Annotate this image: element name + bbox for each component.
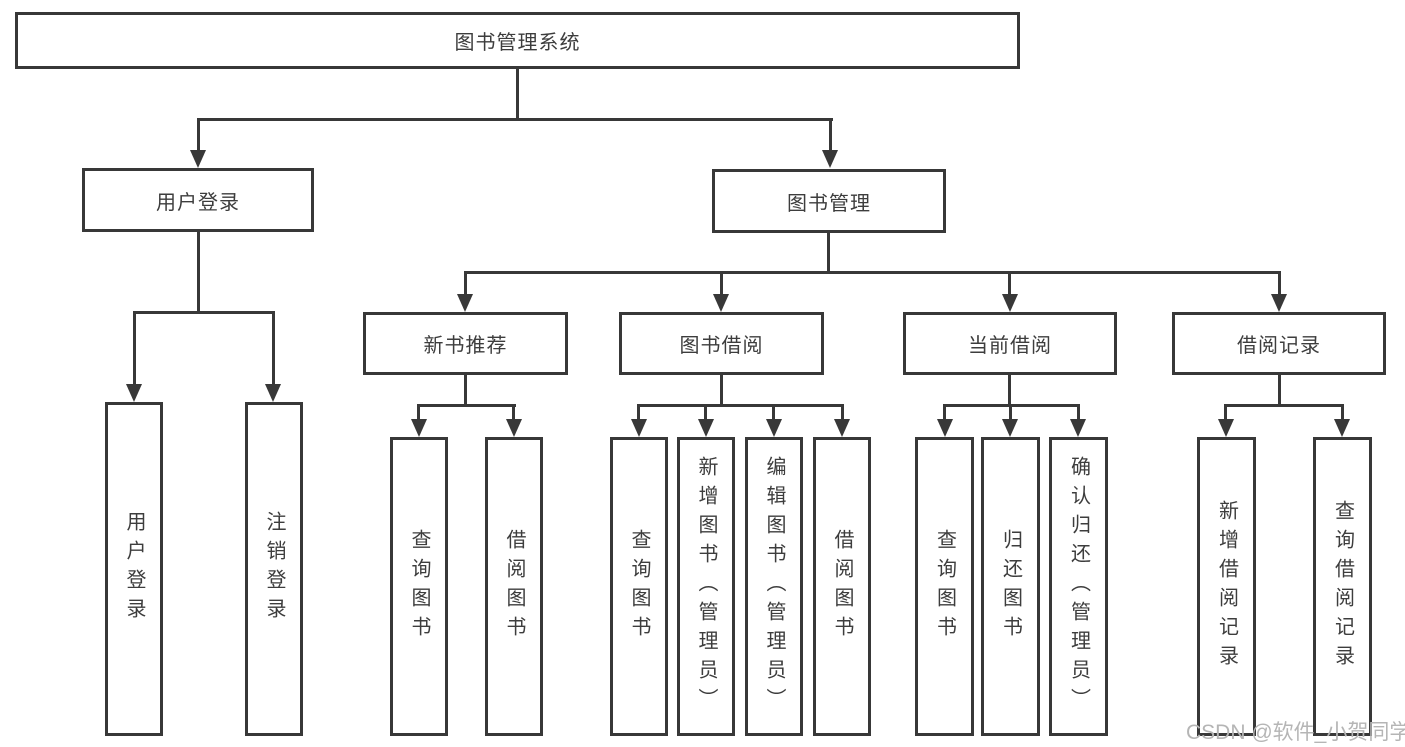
node-label: 新增借阅记录 [1215, 499, 1238, 674]
connector-line [772, 404, 775, 420]
leaf-br-add-record: 新增借阅记录 [1197, 437, 1256, 736]
node-label: 新增图书（管理员） [695, 456, 717, 717]
arrow-down-icon [698, 419, 714, 437]
arrow-down-icon [506, 419, 522, 437]
node-label: 借阅记录 [1237, 335, 1321, 357]
node-label: 查询图书 [933, 528, 956, 645]
arrow-down-icon [1271, 294, 1287, 312]
node-label: 编辑图书（管理员） [763, 456, 785, 717]
node-label: 确认归还（管理员） [1067, 456, 1090, 717]
node-label: 注销登录 [263, 511, 285, 627]
connector-line [512, 404, 515, 420]
arrow-down-icon [190, 150, 206, 168]
arrow-down-icon [713, 294, 729, 312]
connector-line [637, 404, 640, 420]
connector-line [1224, 404, 1344, 407]
leaf-cb-return-books: 归还图书 [981, 437, 1040, 736]
node-label: 新书推荐 [423, 335, 508, 357]
arrow-down-icon [834, 419, 850, 437]
connector-line [417, 404, 516, 407]
connector-line [1341, 404, 1344, 420]
connector-line [841, 404, 844, 420]
node-label: 图书管理 [787, 192, 871, 215]
node-label: 查询图书 [628, 528, 650, 645]
connector-line [1224, 404, 1227, 420]
leaf-user-login: 用户登录 [105, 402, 163, 736]
leaf-cb-confirm-return: 确认归还（管理员） [1049, 437, 1108, 736]
connector-line [1278, 374, 1281, 406]
arrow-down-icon [411, 419, 427, 437]
connector-line [1008, 271, 1011, 295]
arrow-down-icon [126, 384, 142, 402]
arrow-down-icon [1218, 419, 1234, 437]
connector-line [464, 271, 467, 295]
arrow-down-icon [1002, 294, 1018, 312]
arrow-down-icon [457, 294, 473, 312]
connector-line [417, 404, 420, 420]
connector-line [197, 118, 833, 121]
leaf-bb-edit-books: 编辑图书（管理员） [745, 437, 803, 736]
connector-line [720, 271, 723, 295]
arrow-down-icon [631, 419, 647, 437]
watermark: CSDN @软件_小贺同学 [1186, 721, 1405, 744]
leaf-bb-add-books: 新增图书（管理员） [677, 437, 735, 736]
connector-line [464, 271, 1281, 274]
node-current-borrowing: 当前借阅 [903, 312, 1117, 375]
leaf-nb-query-books: 查询图书 [390, 437, 448, 736]
connector-line [1008, 374, 1011, 406]
connector-line [1009, 404, 1012, 420]
node-label: 图书管理系统 [454, 32, 581, 54]
node-label: 归还图书 [999, 528, 1022, 645]
node-label: 用户登录 [156, 191, 240, 214]
leaf-br-query-record: 查询借阅记录 [1313, 437, 1372, 736]
leaf-nb-borrow-books: 借阅图书 [485, 437, 543, 736]
node-book-management: 图书管理 [712, 169, 946, 233]
leaf-bb-borrow-books: 借阅图书 [813, 437, 871, 736]
connector-line [197, 231, 200, 312]
connector-line [272, 311, 275, 385]
node-label: 借阅图书 [503, 528, 525, 645]
leaf-cb-query-books: 查询图书 [915, 437, 974, 736]
connector-line [464, 374, 467, 406]
node-user-login: 用户登录 [82, 168, 314, 232]
node-new-book-recommend: 新书推荐 [363, 312, 568, 375]
arrow-down-icon [1334, 419, 1350, 437]
arrow-down-icon [937, 419, 953, 437]
node-label: 图书借阅 [679, 335, 764, 357]
arrow-down-icon [766, 419, 782, 437]
connector-line [704, 404, 707, 420]
connector-line [720, 374, 723, 406]
connector-line [197, 118, 200, 151]
arrow-down-icon [265, 384, 281, 402]
node-borrowing-records: 借阅记录 [1172, 312, 1386, 375]
node-label: 当前借阅 [968, 335, 1052, 357]
connector-line [943, 404, 946, 420]
node-label: 用户登录 [123, 511, 145, 627]
node-label: 查询图书 [408, 528, 430, 645]
arrow-down-icon [822, 150, 838, 168]
leaf-bb-query-books: 查询图书 [610, 437, 668, 736]
leaf-logout: 注销登录 [245, 402, 303, 736]
arrow-down-icon [1070, 419, 1086, 437]
arrow-down-icon [1002, 419, 1018, 437]
node-label: 借阅图书 [831, 528, 853, 645]
connector-line [516, 69, 519, 120]
connector-line [827, 232, 830, 273]
connector-line [1077, 404, 1080, 420]
node-book-borrowing: 图书借阅 [619, 312, 824, 375]
root-node: 图书管理系统 [15, 12, 1020, 69]
connector-line [133, 311, 275, 314]
connector-line [829, 118, 832, 151]
connector-line [637, 404, 844, 407]
node-label: 查询借阅记录 [1331, 499, 1354, 674]
connector-line [133, 311, 136, 385]
connector-line [1278, 271, 1281, 295]
